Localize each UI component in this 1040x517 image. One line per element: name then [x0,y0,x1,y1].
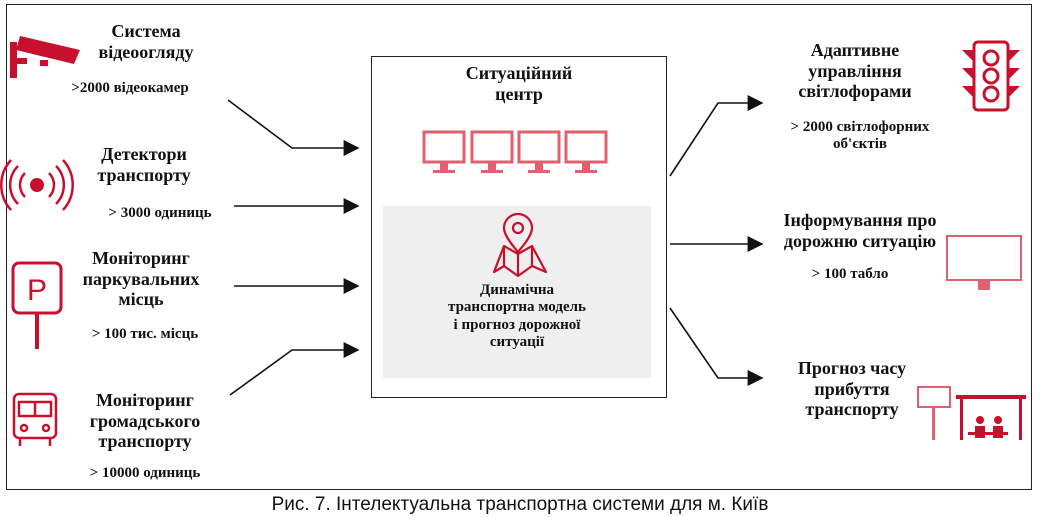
figure-caption: Рис. 7. Інтелектуальна транспортна систе… [271,494,769,515]
svg-text:P: P [27,274,47,307]
detectors-stat: > 3000 одиниць [108,205,212,221]
diagram-frame [6,4,1032,490]
video-system-stat: >2000 відеокамер [71,80,189,96]
arrow-center-to-traffic [669,95,764,177]
parking-monitoring-stat: > 100 тис. місць [91,326,199,342]
arrow-center-to-forecast [669,307,764,386]
public-transport-stat: > 10000 одиниць [89,465,201,481]
info-boards-stat: > 100 табло [811,266,889,282]
arrow-transport-to-center [229,342,360,396]
arrow-video-to-center [227,99,360,156]
